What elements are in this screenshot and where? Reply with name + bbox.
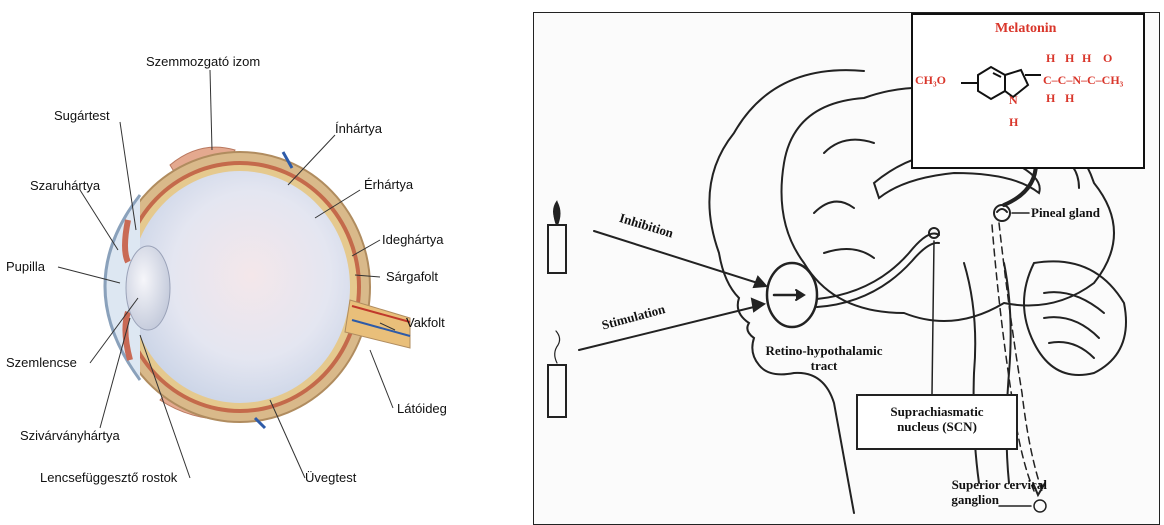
eye-diagram: Szemmozgató izom Sugártest Ínhártya Szar… bbox=[0, 0, 520, 523]
head-outline bbox=[709, 70, 864, 513]
label-superior-cervical-ganglion: Superior cervical ganglion bbox=[917, 477, 1047, 507]
pineal-gland-shape bbox=[994, 205, 1010, 221]
label-vakfolt: Vakfolt bbox=[406, 315, 445, 330]
melatonin-h-top-2: H bbox=[1065, 51, 1074, 66]
melatonin-h-bottom-1: H bbox=[1046, 91, 1055, 106]
melatonin-molecule bbox=[913, 15, 1143, 167]
melatonin-oxygen: O bbox=[1103, 51, 1112, 66]
melatonin-ring-h: H bbox=[1009, 115, 1018, 130]
retino-line-1: Retino-hypothalamic bbox=[749, 343, 899, 358]
candle-unlit bbox=[548, 365, 566, 417]
melatonin-ring-n: N bbox=[1009, 93, 1018, 108]
label-szemmozgato-izom: Szemmozgató izom bbox=[146, 54, 260, 69]
label-ideghartya: Ideghártya bbox=[382, 232, 443, 247]
label-sargafolt: Sárgafolt bbox=[386, 269, 438, 284]
melatonin-title: Melatonin bbox=[995, 21, 1056, 37]
melatonin-h-top-1: H bbox=[1046, 51, 1055, 66]
label-latoideg: Látóideg bbox=[397, 401, 447, 416]
candle-lit bbox=[548, 225, 566, 273]
label-pineal-gland: Pineal gland bbox=[1031, 205, 1100, 221]
melatonin-ch3o: CH₃O bbox=[915, 73, 946, 88]
melatonin-structure-box: Melatonin CH₃O H H H O C–C–N–C–CH₃ H H N… bbox=[911, 13, 1145, 169]
label-sugartest: Sugártest bbox=[54, 108, 110, 123]
label-scn: Suprachiasmatic nucleus (SCN) bbox=[858, 396, 1016, 434]
label-retino-hypothalamic-tract: Retino-hypothalamic tract bbox=[749, 343, 899, 373]
melatonin-h-bottom-2: H bbox=[1065, 91, 1074, 106]
melatonin-chain: C–C–N–C–CH₃ bbox=[1043, 73, 1123, 88]
scg-line-1: Superior cervical bbox=[917, 477, 1047, 492]
cerebellum bbox=[1024, 261, 1126, 375]
brainstem bbox=[964, 263, 979, 483]
scn-label-box: Suprachiasmatic nucleus (SCN) bbox=[856, 394, 1018, 450]
melatonin-h-n: H bbox=[1082, 51, 1091, 66]
label-szivarvanyhartya: Szivárványhártya bbox=[20, 428, 120, 443]
label-lencsefuggeszto-rostok: Lencsefüggesztő rostok bbox=[40, 470, 177, 485]
scn-line-2: nucleus (SCN) bbox=[858, 419, 1016, 434]
label-erhartya: Érhártya bbox=[364, 177, 413, 192]
label-szaruhartya: Szaruhártya bbox=[30, 178, 100, 193]
scn-line-1: Suprachiasmatic bbox=[858, 404, 1016, 419]
brain-melatonin-diagram: Melatonin CH₃O H H H O C–C–N–C–CH₃ H H N… bbox=[533, 12, 1160, 525]
scg-line-2: ganglion bbox=[917, 492, 1047, 507]
retino-line-2: tract bbox=[749, 358, 899, 373]
label-szemlencse: Szemlencse bbox=[6, 355, 77, 370]
eye-illustration bbox=[0, 0, 520, 523]
label-inhartya: Ínhártya bbox=[335, 121, 382, 136]
label-pupilla: Pupilla bbox=[6, 259, 45, 274]
lens bbox=[126, 246, 170, 330]
label-uvegtest: Üvegtest bbox=[305, 470, 356, 485]
